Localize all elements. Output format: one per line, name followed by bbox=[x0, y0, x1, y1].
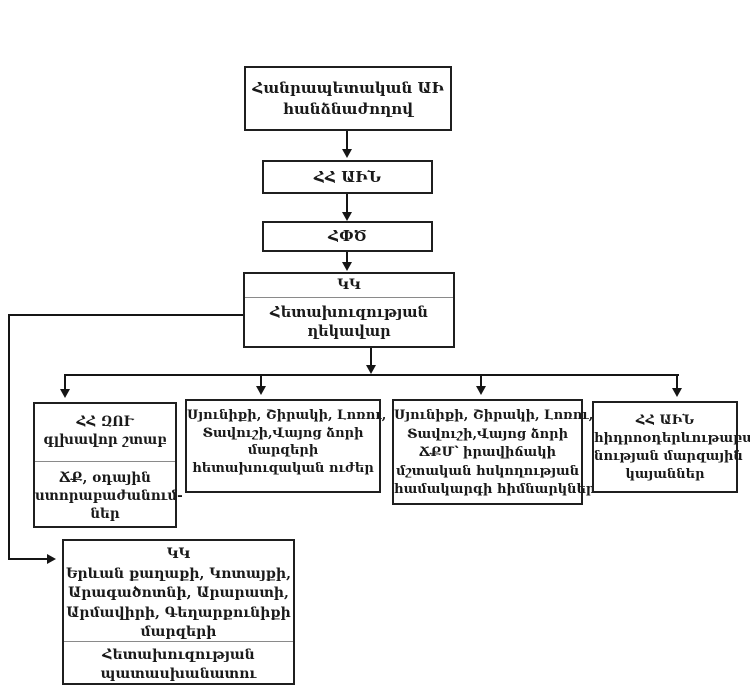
connector-drop-hydromet bbox=[676, 374, 678, 389]
node-text-line: պատասխանատու bbox=[100, 666, 257, 682]
connector-drop-general-staff bbox=[64, 374, 66, 390]
connector-hpts-kk bbox=[346, 252, 348, 263]
arrowhead-down-icon bbox=[366, 365, 376, 374]
arrowhead-down-icon bbox=[672, 388, 682, 397]
node-kk-body: Հետախուզության ղեկավար bbox=[245, 298, 453, 341]
node-text-line: ՀՀ ԱԻՆ bbox=[635, 413, 695, 428]
node-text-line: ՀՓԾ bbox=[328, 227, 367, 245]
connector-kk-bus bbox=[370, 348, 372, 366]
node-rescue-service: ՀՓԾ bbox=[262, 221, 433, 252]
node-text-line: Հետախուզության bbox=[102, 647, 255, 663]
node-text-line: ղեկավար bbox=[307, 323, 391, 340]
node-kk-regional-top: ԿԿ Երևան քաղաքի, Կոտայքի, Արագածոտնի, Ար… bbox=[64, 541, 293, 641]
node-recon-forces: Սյունիքի, Շիրակի, Լոռու, Տավուշի,Վայոց ձ… bbox=[185, 399, 387, 493]
box-divider bbox=[35, 461, 175, 462]
node-hydromet-stations: ՀՀ ԱԻՆ հիդրոօդերևութաբա- նության մարզայի… bbox=[592, 401, 750, 493]
node-ra-mes: ՀՀ ԱԻՆ bbox=[262, 160, 433, 194]
node-general-staff-top: ՀՀ ԶՈՒ գլխավոր շտաբ bbox=[35, 404, 175, 461]
connector-commission-ain bbox=[346, 131, 348, 150]
arrowhead-down-icon bbox=[60, 389, 70, 398]
node-text-line: ՀՀ ԱԻՆ bbox=[313, 168, 382, 186]
connector-left-horizontal-top bbox=[8, 314, 243, 316]
node-text-line: ՃՔ, օդային bbox=[59, 470, 151, 486]
arrowhead-down-icon bbox=[342, 212, 352, 221]
connector-bus bbox=[64, 374, 679, 376]
node-general-staff: ՀՀ ԶՈՒ գլխավոր շտաբ ՃՔ, օդային ստորաբաժա… bbox=[33, 402, 183, 528]
node-text-line: ներ bbox=[90, 506, 120, 522]
node-text-line: Արագածոտնի, Արարատի, bbox=[68, 585, 289, 601]
node-monitoring-institutions: Սյունիքի, Շիրակի, Լոռու, Տավուշի,Վայոց ձ… bbox=[392, 399, 596, 505]
connector-ain-hpts bbox=[346, 194, 348, 212]
node-text-line: Տավուշի,Վայոց ձորի bbox=[407, 426, 568, 442]
node-kk-regional-bottom: Հետախուզության պատասխանատու bbox=[64, 642, 293, 684]
arrowhead-right-icon bbox=[47, 554, 56, 564]
node-text-line: մշտական հսկողության bbox=[395, 463, 580, 479]
node-text-line: հիդրոօդերևութաբա- bbox=[594, 431, 750, 446]
node-kk-recon-head: ԿԿ Հետախուզության ղեկավար bbox=[243, 272, 455, 348]
node-kk-regional: ԿԿ Երևան քաղաքի, Կոտայքի, Արագածոտնի, Ար… bbox=[62, 539, 295, 685]
node-text-line: գլխավոր շտաբ bbox=[43, 432, 167, 448]
node-text-line: Սյունիքի, Շիրակի, Լոռու, bbox=[187, 408, 387, 423]
node-text-line: հանձնաժողով bbox=[282, 100, 414, 118]
arrowhead-down-icon bbox=[342, 149, 352, 158]
node-text-line: ստորաբաժանում- bbox=[35, 488, 183, 504]
node-text-line: Տավուշի,Վայոց ձորի bbox=[202, 425, 364, 441]
node-text-line: մարզերի bbox=[140, 624, 217, 640]
box-divider bbox=[64, 641, 293, 642]
box-divider bbox=[245, 297, 453, 298]
node-general-staff-bottom: ՃՔ, օդային ստորաբաժանում- ներ bbox=[35, 462, 183, 523]
node-text-line: ԿԿ bbox=[166, 546, 191, 562]
node-text-line: մարզերի bbox=[247, 443, 319, 458]
connector-left-horizontal-bottom bbox=[8, 558, 47, 560]
connector-drop-monitoring bbox=[480, 374, 482, 387]
node-text-line: համակարգի հիմնարկներ bbox=[394, 482, 596, 497]
node-text-line: Հետախուզության bbox=[270, 304, 428, 321]
node-republican-commission: Հանրապետական ԱԻ հանձնաժողով bbox=[244, 66, 452, 131]
connector-drop-recon-forces bbox=[260, 374, 262, 387]
node-text-line: Երևան քաղաքի, Կոտայքի, bbox=[65, 565, 292, 582]
arrowhead-down-icon bbox=[342, 262, 352, 271]
node-text-line: ՀՀ ԶՈՒ bbox=[76, 414, 134, 430]
node-text-line: Սյունիքի, Շիրակի, Լոռու, bbox=[394, 408, 594, 423]
node-text-line: նության մարզային bbox=[594, 449, 743, 464]
connector-left-vertical bbox=[8, 314, 10, 560]
node-text-line: Հանրապետական ԱԻ bbox=[252, 79, 444, 97]
node-text-line: Արմավիրի, Գեղարքունիքի bbox=[66, 604, 291, 621]
node-kk-title: ԿԿ bbox=[337, 277, 361, 293]
node-text-line: հետախուզական ուժեր bbox=[192, 460, 374, 476]
arrowhead-down-icon bbox=[256, 386, 266, 395]
node-text-line: կայաններ bbox=[625, 467, 705, 482]
arrowhead-down-icon bbox=[476, 386, 486, 395]
node-text-line: ՃՔՄ՝ իրավիճակի bbox=[418, 445, 557, 460]
